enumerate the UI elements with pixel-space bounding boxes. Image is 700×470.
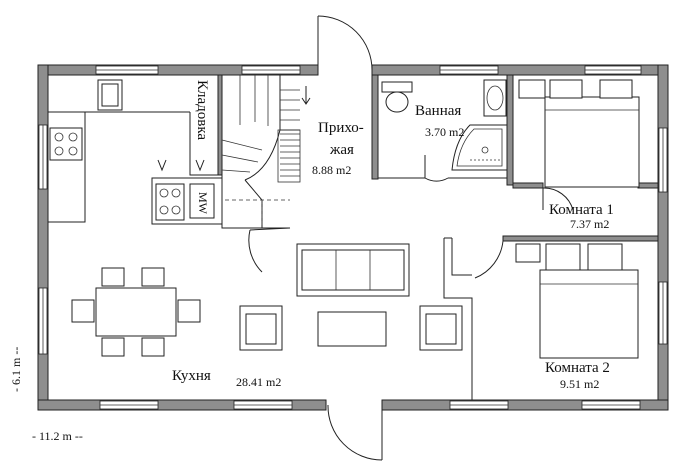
kitchen-counter <box>48 79 123 223</box>
stair-rail <box>277 129 301 183</box>
hall-door <box>248 227 291 273</box>
sink-icon <box>483 79 507 117</box>
bath-area: 3.70 m2 <box>425 125 464 139</box>
hall-area: 8.88 m2 <box>312 163 351 177</box>
hall-name-line2: жая <box>329 142 354 158</box>
bathroom: Ванная 3.70 m2 <box>381 79 508 182</box>
living-area: Кухня 28.41 m2 <box>71 243 463 389</box>
storage-room: Кладовка <box>189 80 222 176</box>
mw-label: MW <box>196 192 210 215</box>
room1-name: Комната 1 <box>549 202 614 218</box>
height-dimension: - 6.1 m -- <box>9 347 23 392</box>
bed-icon <box>515 243 639 359</box>
width-dimension: - 11.2 m -- <box>32 429 83 443</box>
room1-area: 7.37 m2 <box>570 217 609 231</box>
interior-walls <box>48 74 659 400</box>
entrance-door-bottom <box>327 404 383 461</box>
armchair-icon <box>239 305 283 351</box>
room2-name: Комната 2 <box>545 360 610 376</box>
staircase <box>221 74 311 273</box>
hall-name-line1: Прихо- <box>318 120 364 136</box>
armchair-icon <box>419 305 463 351</box>
room-1: Комната 1 7.37 m2 <box>518 79 640 231</box>
sofa-icon <box>296 243 410 297</box>
stove-block: MW <box>151 159 223 225</box>
shower-icon <box>451 124 508 171</box>
bed-icon <box>518 79 640 188</box>
toilet-icon <box>381 81 413 113</box>
room-2: Комната 2 9.51 m2 <box>474 240 639 391</box>
entrance-door-top <box>317 15 373 71</box>
coffee-table <box>317 311 387 347</box>
storage-label: Кладовка <box>194 80 210 140</box>
windows <box>38 65 668 410</box>
kitchen-area: 28.41 m2 <box>236 375 281 389</box>
bath-name: Ванная <box>415 103 461 119</box>
stair-arrow-icon <box>301 86 311 105</box>
room2-area: 9.51 m2 <box>560 377 599 391</box>
kitchen-name: Кухня <box>172 368 211 384</box>
dining-table-icon <box>71 267 201 357</box>
